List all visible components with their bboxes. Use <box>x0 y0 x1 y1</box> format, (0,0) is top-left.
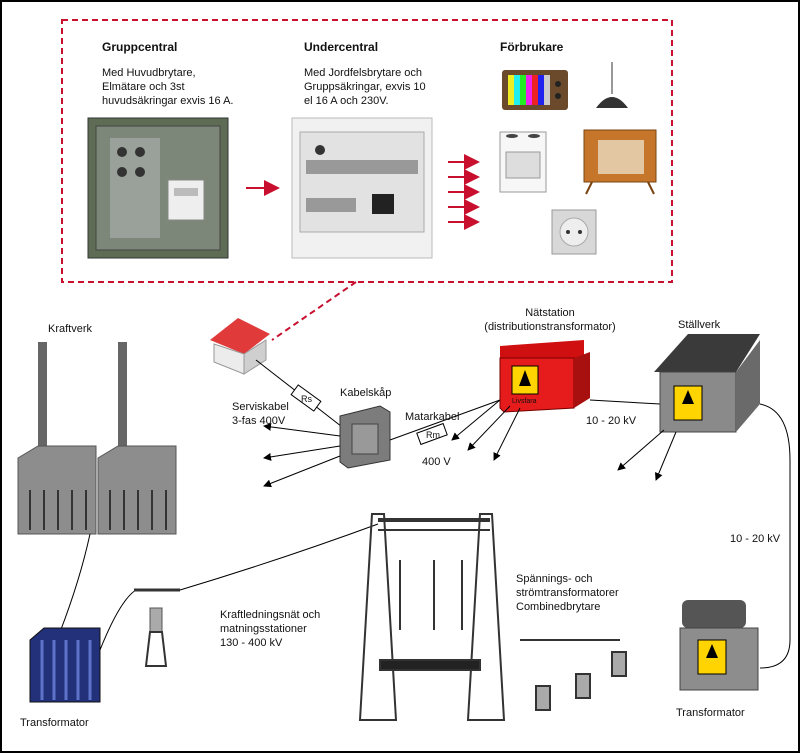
undercentral-title: Undercentral <box>304 40 379 54</box>
kraftverk-label: Kraftverk <box>48 323 93 335</box>
natstation-icon <box>499 340 590 413</box>
radio-cabinet-icon <box>583 129 657 195</box>
stallverk-label: Ställverk <box>678 319 721 331</box>
powerline <box>179 523 379 591</box>
kv-label-1: 10 - 20 kV <box>586 415 637 427</box>
arrows-to-consumers <box>448 154 480 230</box>
rs-label: Rs <box>301 394 312 404</box>
cable-transformator-line <box>99 589 137 651</box>
transformator-right-label: Transformator <box>676 707 745 719</box>
undercentral-photo <box>291 117 433 259</box>
kraftverk-icon <box>17 342 177 535</box>
servicekabel-label: Serviskabel 3-fas 400V <box>232 401 289 427</box>
v400-label: 400 V <box>422 456 451 468</box>
house-icon <box>210 318 270 375</box>
gruppcentral-photo <box>87 117 229 259</box>
kv-label-2: 10 - 20 kV <box>730 533 781 545</box>
wall-socket-icon <box>551 209 597 255</box>
transformator-left-label: Transformator <box>20 717 89 729</box>
matarkabel-label: Matarkabel <box>405 411 460 423</box>
rm-resistor <box>416 422 448 446</box>
kv-line-transformator <box>759 403 791 669</box>
stallverk-outputs <box>617 429 677 481</box>
stove-icon <box>499 131 547 193</box>
matarkabel-line <box>389 399 501 441</box>
natstation-label: Nätstation (distributionstransformator) <box>484 307 616 333</box>
ceiling-lamp-icon <box>596 62 628 108</box>
forbrukare-title: Förbrukare <box>500 40 564 54</box>
kabelskap-outputs <box>263 422 341 488</box>
natstation-outputs <box>451 399 521 461</box>
transformator-right-icon <box>679 600 759 691</box>
substation-icon <box>358 513 627 721</box>
small-pylon-icon <box>134 588 180 667</box>
rm-label: Rm <box>426 430 440 440</box>
consumer-panel-border <box>61 19 673 283</box>
gruppcentral-desc: Med Huvudbrytare, Elmätare och 3st huvud… <box>102 67 234 107</box>
spanning-label: Spännings- och strömtransformatorer Comb… <box>516 573 619 613</box>
kabelskap-label: Kabelskåp <box>340 387 392 399</box>
kv-line-stallverk <box>589 399 661 405</box>
stallverk-icon <box>654 334 760 433</box>
gruppcentral-title: Gruppcentral <box>102 40 178 54</box>
natstation-warning-label: Livsfara <box>512 398 537 405</box>
rs-resistor <box>290 384 322 412</box>
cable-kraftverk-transformator <box>59 533 91 633</box>
tv-icon <box>502 70 568 110</box>
kraftledning-label: Kraftledningsnät och matningsstationer 1… <box>220 609 321 649</box>
transformator-left-icon <box>29 627 101 703</box>
panel-connector-line <box>271 281 357 341</box>
kabelskap-icon <box>339 405 391 469</box>
undercentral-desc: Med Jordfelsbrytare och Gruppsäkringar, … <box>304 67 426 107</box>
